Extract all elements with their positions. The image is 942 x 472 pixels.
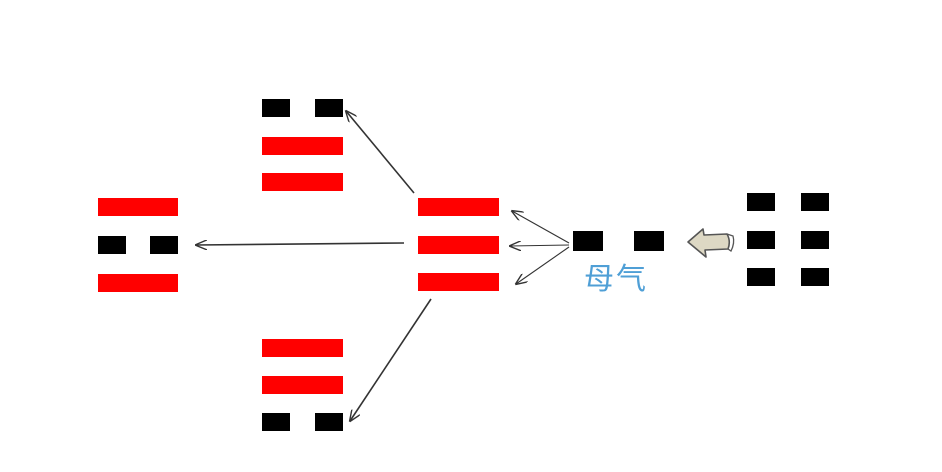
arrows [196, 111, 570, 421]
arrow-source-to-center-bottom [516, 246, 570, 284]
yin-line [262, 413, 343, 431]
yin-line [98, 236, 178, 254]
trigram-center [418, 198, 499, 291]
trigram-left [98, 198, 178, 292]
yin-line [747, 193, 829, 211]
yang-line [262, 173, 343, 191]
yin-line [573, 231, 664, 251]
yang-line [418, 198, 499, 216]
yang-line [98, 198, 178, 216]
yang-line [98, 274, 178, 292]
arrow-center-to-bottom [350, 298, 432, 421]
trigram-bottom [262, 339, 343, 431]
yang-line [262, 339, 343, 357]
mother-qi-label: 母气 [584, 262, 648, 297]
yang-line [262, 376, 343, 394]
trigram-source-line [573, 231, 664, 251]
block-arrow-left-icon [687, 228, 735, 258]
arrow-source-to-center-top [512, 211, 570, 244]
yang-line [418, 273, 499, 291]
arrow-source-to-center-middle [510, 245, 570, 246]
yang-line [418, 236, 499, 254]
yang-line [262, 137, 343, 155]
yin-line [262, 99, 343, 117]
arrow-center-to-top [346, 111, 415, 194]
trigram-right [747, 193, 829, 286]
yin-line [747, 231, 829, 249]
arrow-center-to-left [196, 243, 405, 245]
trigram-top [262, 99, 343, 191]
yin-line [747, 268, 829, 286]
